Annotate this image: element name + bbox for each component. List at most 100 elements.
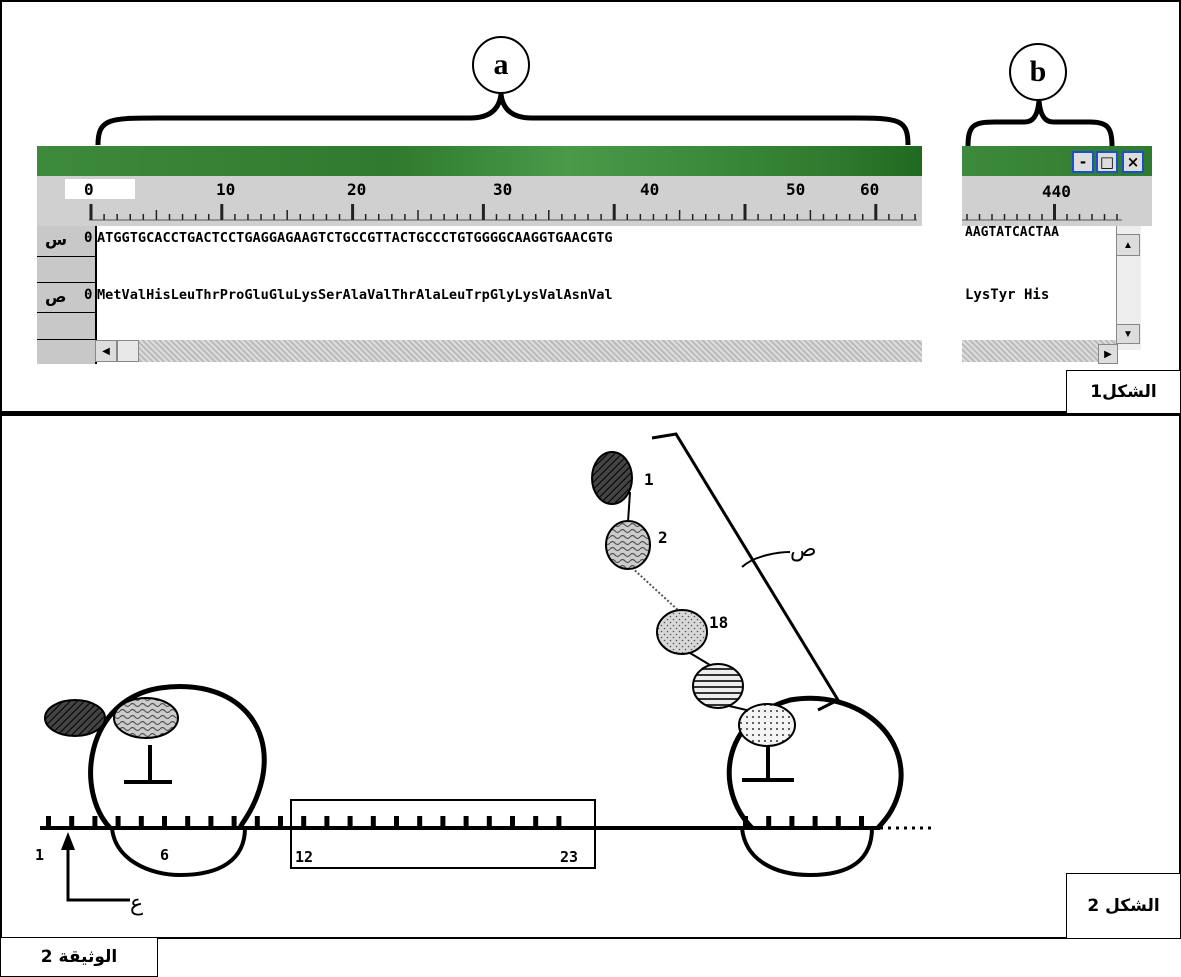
label-a-circle: a bbox=[472, 36, 530, 94]
codon-tick bbox=[417, 816, 423, 828]
codon-tick bbox=[789, 816, 795, 828]
minimize-button[interactable]: - bbox=[1072, 151, 1094, 173]
arrow-head bbox=[61, 832, 75, 850]
ribosome-left-small bbox=[110, 827, 247, 878]
scroll-thumb[interactable] bbox=[117, 340, 139, 362]
figure2-panel bbox=[0, 414, 1181, 939]
chain-number-1: 1 bbox=[644, 470, 654, 489]
sequence-window-b: 440 AAGTATCACTAA LysTyr His ▲ ▼ ▶ bbox=[962, 146, 1152, 364]
translation-diagram: 1 2 18 ص 1 6 12 23 ع bbox=[35, 432, 935, 916]
codon-tick bbox=[138, 816, 144, 828]
label-b-circle: b bbox=[1009, 43, 1067, 101]
row-separator bbox=[37, 312, 95, 313]
chain-number-2: 2 bbox=[658, 528, 668, 547]
amino-acid-left-1 bbox=[44, 699, 106, 737]
window-b-ruler bbox=[962, 176, 1152, 226]
codon-tick bbox=[510, 816, 515, 828]
ruler-tick-label: 0 bbox=[84, 180, 94, 199]
ribosome-right-large bbox=[726, 695, 904, 830]
codon-tick bbox=[324, 816, 330, 828]
scroll-up-button[interactable]: ▲ bbox=[1116, 234, 1140, 256]
ruler-tick-label: 440 bbox=[1042, 182, 1071, 201]
codon-tick bbox=[556, 816, 562, 828]
codon-number-1: 1 bbox=[35, 846, 44, 864]
ruler-tick-label: 60 bbox=[860, 180, 880, 199]
trna-left bbox=[124, 745, 172, 784]
codon-tick bbox=[486, 816, 492, 828]
codon-tick bbox=[301, 816, 307, 828]
ribosome-left-large bbox=[88, 684, 267, 830]
horizontal-scrollbar-b[interactable] bbox=[962, 340, 1116, 362]
row2-index: 0 bbox=[84, 287, 93, 303]
scroll-left-button[interactable]: ◀ bbox=[95, 340, 117, 362]
codon-tick bbox=[278, 816, 283, 828]
dna-sequence: ATGGTGCACCTGACTCCTGAGGAGAAGTCTGCCGTTACTG… bbox=[97, 230, 613, 246]
codon-tick bbox=[208, 816, 214, 828]
polypeptide-bracket bbox=[651, 432, 841, 712]
bracket-label: ص bbox=[790, 537, 817, 562]
window-a-ruler-whitebox bbox=[65, 179, 135, 199]
ruler-ticks-b bbox=[962, 204, 1122, 221]
codon-tick bbox=[115, 816, 121, 828]
codon-tick bbox=[185, 816, 191, 828]
scroll-down-button[interactable]: ▼ bbox=[1116, 324, 1140, 344]
trna-right bbox=[742, 745, 794, 782]
codon-tick bbox=[254, 816, 260, 828]
amino-acid-18 bbox=[656, 609, 708, 655]
codon-tick bbox=[835, 816, 841, 828]
codon-tick bbox=[440, 816, 446, 828]
dna-sequence-b: AAGTATCACTAA bbox=[965, 225, 1059, 240]
amino-acid-20 bbox=[738, 703, 796, 747]
figure1-label: الشكل1 bbox=[1066, 370, 1181, 414]
codon-number-23: 23 bbox=[560, 848, 578, 866]
window-a-titlebar bbox=[37, 146, 922, 176]
row2-label: ص bbox=[45, 287, 67, 306]
protein-sequence-b: LysTyr His bbox=[965, 287, 1050, 303]
chain-number-18: 18 bbox=[709, 613, 728, 632]
figure2-label: الشكل 2 bbox=[1066, 873, 1181, 939]
codon-tick bbox=[162, 816, 167, 828]
ruler-tick-label: 10 bbox=[216, 180, 236, 199]
codon-tick bbox=[46, 816, 51, 828]
codon-tick bbox=[92, 816, 98, 828]
codon-tick bbox=[370, 816, 376, 828]
codon-tick bbox=[231, 816, 237, 828]
amino-acid-19 bbox=[692, 663, 744, 709]
row-separator bbox=[37, 339, 95, 340]
ruler-tick-label: 30 bbox=[493, 180, 513, 199]
panel-divider bbox=[0, 411, 1181, 416]
ruler-tick-label: 50 bbox=[786, 180, 806, 199]
ruler-ticks-a bbox=[89, 204, 917, 221]
codon-tick bbox=[463, 816, 469, 828]
codon-tick bbox=[859, 816, 864, 828]
curly-brace-b bbox=[965, 100, 1115, 147]
sequence-window-a: 0 10 20 30 40 50 60 س 0 ATGGTGCACCTGACTC… bbox=[37, 146, 922, 364]
amino-acid-2 bbox=[605, 520, 651, 570]
row-header-column bbox=[37, 226, 97, 364]
codon-tick bbox=[812, 816, 818, 828]
codon-box-12-23 bbox=[290, 799, 596, 869]
row-separator bbox=[37, 256, 95, 257]
protein-sequence: MetValHisLeuThrProGluGluLysSerAlaValThrA… bbox=[97, 287, 613, 303]
window-b-titlebar bbox=[962, 146, 1152, 176]
row-separator bbox=[37, 282, 95, 283]
codon-tick bbox=[766, 816, 772, 828]
codon-tick bbox=[394, 816, 399, 828]
codon-ticks bbox=[46, 816, 864, 828]
codon-number-6: 6 bbox=[160, 846, 169, 864]
codon-number-12: 12 bbox=[295, 848, 313, 866]
codon-tick bbox=[69, 816, 75, 828]
ribosome-right-small bbox=[740, 827, 874, 878]
amino-acid-left-2 bbox=[113, 697, 179, 739]
horizontal-scrollbar-a[interactable] bbox=[95, 340, 922, 362]
ruler-tick-label: 40 bbox=[640, 180, 660, 199]
row1-index: 0 bbox=[84, 230, 93, 246]
document-label: الوثيقة 2 bbox=[0, 937, 158, 977]
close-button[interactable]: × bbox=[1122, 151, 1144, 173]
codon-tick bbox=[347, 816, 353, 828]
maximize-button[interactable]: □ bbox=[1096, 151, 1118, 173]
arrow-ein bbox=[66, 836, 130, 902]
amino-acid-1 bbox=[591, 451, 633, 505]
curly-brace-a bbox=[95, 93, 1115, 147]
scroll-right-button[interactable]: ▶ bbox=[1098, 344, 1118, 364]
